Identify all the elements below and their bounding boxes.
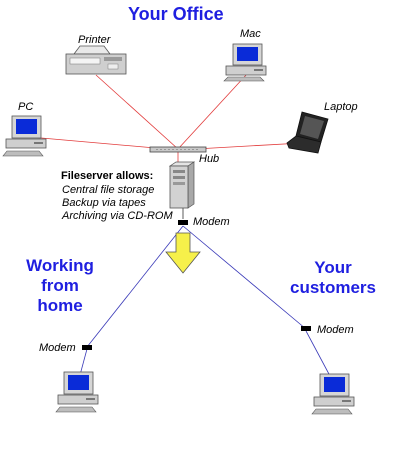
customer-pc-icon: [311, 373, 355, 415]
pc-computer-icon: [2, 115, 47, 157]
mac-computer-icon: [223, 43, 267, 82]
fileserver-icon: [168, 161, 196, 209]
fileserver-item: Archiving via CD-ROM: [62, 210, 173, 222]
down-arrow-icon: [165, 232, 201, 274]
working-from-home-line: Working: [26, 256, 94, 275]
home-pc-icon: [55, 371, 99, 413]
pc-label: PC: [18, 101, 34, 113]
laptop-label: Laptop: [324, 101, 358, 113]
modem-home-label: Modem: [39, 342, 76, 354]
link-office-home: [86, 225, 184, 348]
link-printer-hub: [95, 74, 179, 150]
your-customers-line: Your: [314, 258, 352, 277]
link-mac-hub: [177, 73, 248, 150]
page-title: Your Office: [128, 4, 224, 24]
fileserver-item: Central file storage: [62, 184, 155, 196]
modem-customers-label: Modem: [317, 324, 354, 336]
link-office-customers: [182, 225, 307, 330]
link-customer-modem-pc: [305, 330, 331, 377]
working-from-home-line: from: [41, 276, 79, 295]
mac-label: Mac: [240, 28, 261, 40]
fileserver-heading: Fileserver allows:: [61, 170, 154, 182]
modem-office-icon: [178, 220, 188, 225]
modem-office-label: Modem: [193, 216, 230, 228]
laptop-icon: [286, 111, 329, 154]
link-home-modem-pc: [79, 348, 88, 376]
modem-customers-icon: [301, 326, 311, 331]
printer-label: Printer: [78, 34, 111, 46]
working-from-home-line: home: [37, 296, 83, 315]
hub-icon: [149, 146, 207, 153]
printer-icon: [65, 45, 127, 75]
your-customers-line: customers: [290, 278, 376, 297]
hub-label: Hub: [199, 153, 220, 165]
fileserver-item: Backup via tapes: [62, 197, 146, 209]
modem-home-icon: [82, 345, 92, 350]
